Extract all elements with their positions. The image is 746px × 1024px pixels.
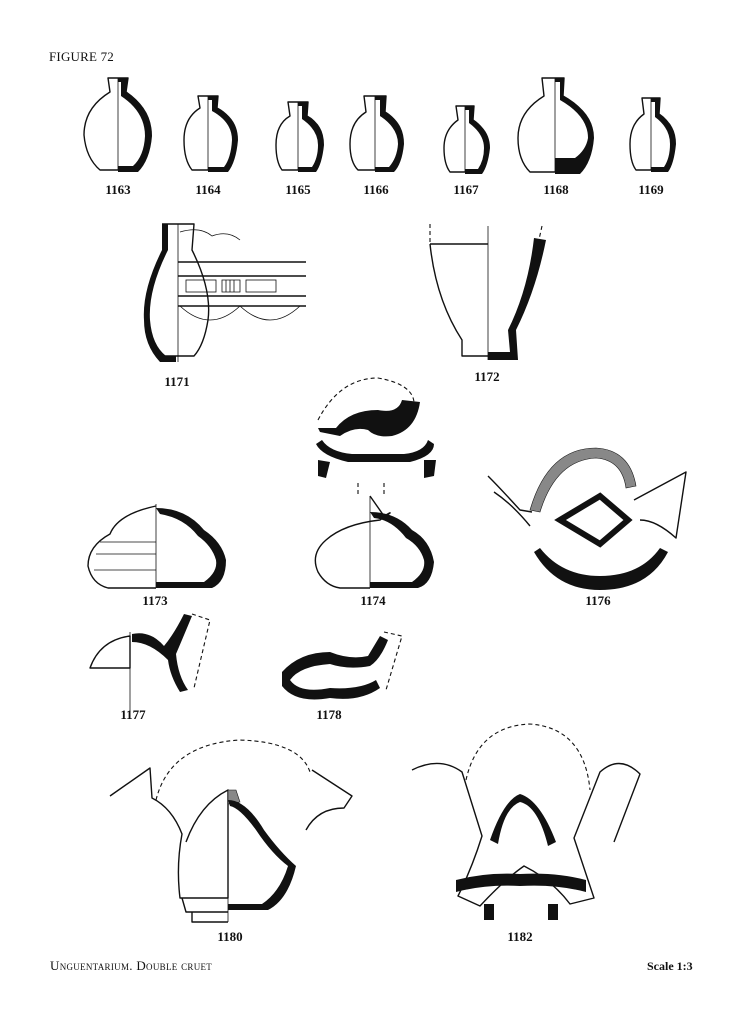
vessel-1164-drawing [183,95,238,172]
scale-note: Scale 1:3 [647,959,693,973]
catalogue-number-1164: 1164 [195,182,221,197]
vessel-1171-drawing [143,223,306,362]
vessel-1163-drawing [83,77,152,172]
catalogue-number-1182: 1182 [507,929,533,944]
vessel-1168-drawing [517,77,594,174]
cruet-1180-drawing [109,739,353,923]
vessel-1169-drawing [629,97,676,172]
catalogue-number-1168: 1168 [543,182,569,197]
catalogue-number-1180: 1180 [217,929,243,944]
vessel-1165-drawing [275,101,324,172]
catalogue-number-1167: 1167 [453,182,479,197]
figure-caption: Unguentarium. Double cruet [50,958,213,973]
figure-label: FIGURE 72 [49,49,114,64]
vessel-1172-drawing [429,224,546,360]
catalogue-number-1172: 1172 [474,369,500,384]
catalogue-number-1165: 1165 [285,182,311,197]
cruet-1178-drawing [282,631,403,700]
catalogue-number-1163: 1163 [105,182,131,197]
cruet-1174-upper-drawing [316,377,436,478]
catalogue-number-1174: 1174 [360,593,386,608]
catalogue-number-1173: 1173 [142,593,168,608]
cruet-1173-drawing [87,504,226,589]
cruet-1174-lower-drawing [314,482,434,589]
cruet-1182-drawing [411,723,641,920]
cruet-1177-drawing [89,613,211,712]
catalogue-number-1171: 1171 [164,374,190,389]
cruet-1176-drawing [487,447,687,590]
catalogue-number-1166: 1166 [363,182,389,197]
catalogue-number-1176: 1176 [585,593,611,608]
catalogue-number-1177: 1177 [120,707,146,722]
vessel-1166-drawing [349,95,404,172]
vessel-1167-drawing [443,105,490,174]
catalogue-number-1178: 1178 [316,707,342,722]
catalogue-number-1169: 1169 [638,182,664,197]
